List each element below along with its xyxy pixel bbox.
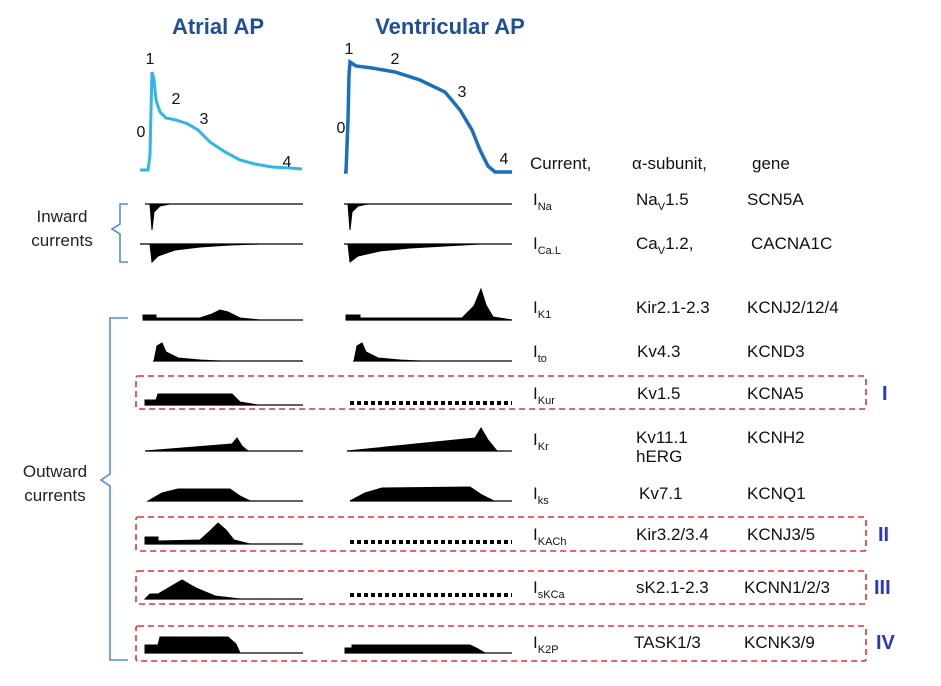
alpha-subunit-label-line2: hERG	[636, 447, 682, 466]
alpha-subunit-label: Kv11.1	[636, 428, 688, 447]
ventricular-ap-title: Ventricular AP	[375, 14, 525, 39]
row-ikr	[144, 427, 512, 452]
row-ical	[140, 243, 512, 264]
highlight-box-iv	[135, 625, 867, 662]
gene-label: KCND3	[747, 342, 805, 361]
row-ik2p	[135, 625, 867, 662]
row-ikur	[135, 375, 867, 410]
row-iskca	[135, 570, 867, 605]
alpha-subunit-label: NaV1.5	[636, 190, 689, 213]
ventricular-phase-0: 0	[337, 120, 346, 137]
header-gene: gene	[752, 154, 790, 173]
current-label: IsKCa	[533, 578, 566, 601]
outward-brace	[99, 317, 128, 661]
gene-label: KCNJ3/5	[747, 525, 815, 544]
atrial-phase-2: 2	[172, 91, 181, 108]
current-label: IK2P	[533, 633, 559, 656]
current-label: INa	[533, 190, 553, 213]
ventricular-phase-4: 4	[500, 151, 509, 168]
outward-label-line2: currents	[24, 486, 85, 505]
roman-numeral-ii: II	[878, 524, 889, 546]
row-iks	[146, 486, 512, 502]
roman-numeral-iii: III	[874, 577, 891, 599]
current-label: IKr	[533, 430, 549, 453]
ventricular-phase-3: 3	[458, 84, 467, 101]
ventricular-phase-1: 1	[345, 41, 354, 58]
gene-label: KCNQ1	[747, 484, 806, 503]
gene-label: KCNA5	[747, 384, 804, 403]
row-ik1	[142, 287, 513, 321]
alpha-subunit-label: Kv1.5	[637, 384, 680, 403]
gene-label: KCNK3/9	[744, 633, 815, 652]
header-current: Current,	[530, 154, 591, 173]
row-ito	[153, 342, 512, 362]
gene-label: KCNN1/2/3	[744, 578, 830, 597]
table-rows: INa NaV1.5 SCN5A ICa.L CaV1.2, CACNA1C I…	[533, 190, 896, 656]
current-label: IK1	[533, 298, 551, 321]
roman-numeral-iv: IV	[876, 632, 896, 654]
atrial-ap-waveform	[140, 71, 303, 172]
alpha-subunit-label: Kir3.2/3.4	[636, 525, 709, 544]
row-ikach	[135, 516, 867, 552]
outward-label-line1: Outward	[23, 462, 87, 481]
gene-label: SCN5A	[747, 190, 804, 209]
header-alpha-subunit: α-subunit,	[632, 154, 707, 173]
atrial-phase-4: 4	[283, 154, 292, 171]
atrial-phase-1: 1	[146, 51, 155, 68]
gene-label: KCNH2	[747, 428, 805, 447]
highlight-box-ii	[135, 516, 867, 552]
inward-label-line1: Inward	[36, 207, 87, 226]
alpha-subunit-label: Kir2.1-2.3	[636, 298, 710, 317]
inward-label-line2: currents	[31, 231, 92, 250]
gene-label: KCNJ2/12/4	[747, 298, 839, 317]
atrial-ap-title: Atrial AP	[172, 14, 264, 39]
highlight-box-iii	[135, 570, 867, 605]
alpha-subunit-label: Kv7.1	[639, 484, 682, 503]
gene-label: CACNA1C	[751, 234, 832, 253]
atrial-phase-3: 3	[200, 111, 209, 128]
current-label: ICa.L	[533, 234, 561, 257]
roman-numeral-i: I	[882, 383, 888, 405]
highlight-box-i	[135, 375, 867, 410]
current-label: Iks	[533, 484, 549, 507]
alpha-subunit-label: TASK1/3	[634, 633, 701, 652]
atrial-phase-0: 0	[137, 124, 146, 141]
alpha-subunit-label: CaV1.2,	[636, 234, 693, 257]
alpha-subunit-label: sK2.1-2.3	[636, 578, 709, 597]
current-label: Ito	[533, 342, 547, 365]
row-ina	[145, 203, 512, 231]
current-label: IKACh	[533, 525, 566, 548]
alpha-subunit-label: Kv4.3	[637, 342, 680, 361]
ventricular-phase-2: 2	[391, 51, 400, 68]
ventricular-ap-waveform	[344, 58, 512, 174]
current-label: IKur	[533, 384, 555, 407]
inward-brace	[110, 203, 128, 263]
